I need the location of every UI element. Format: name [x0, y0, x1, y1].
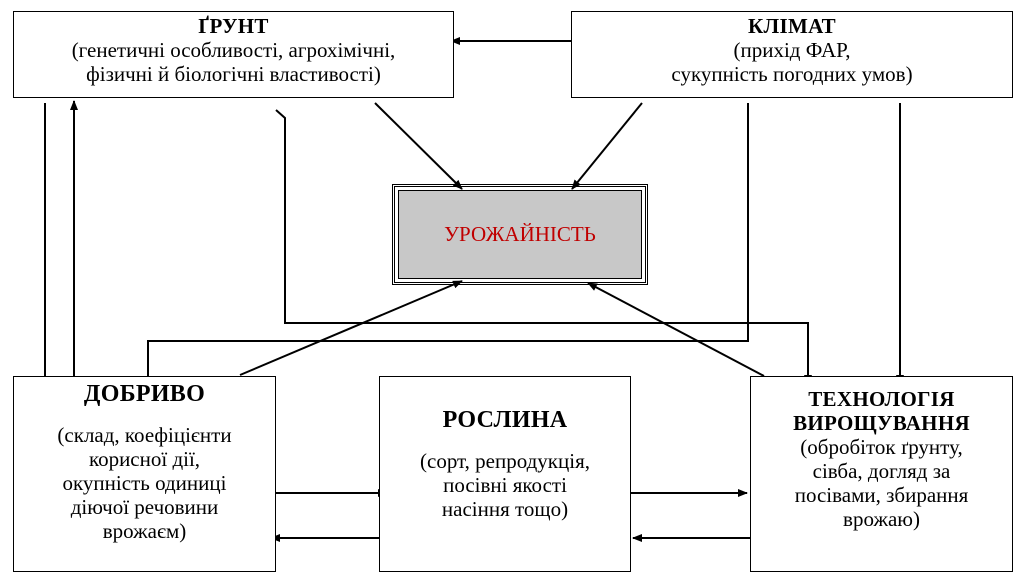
plant-title: РОСЛИНА — [442, 407, 568, 433]
fertilizer-box: ДОБРИВО (склад, коефіцієнти корисної дії… — [13, 376, 276, 572]
plant-desc-line: насіння тощо) — [441, 497, 569, 521]
technology-desc-line: сівба, догляд за — [812, 459, 951, 483]
soil-title: ҐРУНТ — [198, 14, 269, 38]
fertilizer-desc-line: діючої речовини — [70, 495, 219, 519]
fertilizer-desc-line: корисної дії, — [88, 447, 201, 471]
fertilizer-title: ДОБРИВО — [83, 381, 206, 407]
arrow-fertilizer-to-yield — [239, 280, 463, 376]
soil-desc-line: (генетичні особливості, агрохімічні, — [71, 38, 396, 62]
climate-desc-line: (прихід ФАР, — [733, 38, 851, 62]
yield-title: УРОЖАЙНІСТЬ — [444, 222, 596, 246]
soil-desc-line: фізичні й біологічні властивості) — [86, 62, 381, 86]
climate-box: КЛІМАТ (прихід ФАР, сукупність погодних … — [571, 11, 1013, 98]
plant-desc-line: (сорт, репродукція, — [420, 449, 590, 473]
soil-box: ҐРУНТ (генетичні особливості, агрохімічн… — [13, 11, 454, 98]
technology-title-line: ТЕХНОЛОГІЯ — [808, 387, 955, 411]
plant-desc-line: посівні якості — [443, 473, 567, 497]
yield-inner: УРОЖАЙНІСТЬ — [398, 190, 642, 279]
fertilizer-desc-line: окупність одиниці — [62, 471, 227, 495]
yield-box: УРОЖАЙНІСТЬ — [392, 184, 648, 285]
technology-box: ТЕХНОЛОГІЯ ВИРОЩУВАННЯ (обробіток ґрунту… — [750, 376, 1013, 572]
arrow-climate-to-fertilizer — [144, 103, 749, 386]
climate-desc-line: сукупність погодних умов) — [671, 62, 913, 86]
arrow-soil-to-technology — [275, 109, 812, 385]
technology-desc-line: посівами, збирання — [794, 483, 969, 507]
plant-box: РОСЛИНА (сорт, репродукція, посівні якос… — [379, 376, 631, 572]
arrow-climate-to-yield — [571, 102, 643, 190]
technology-desc-line: врожаю) — [843, 507, 920, 531]
technology-desc-line: (обробіток ґрунту, — [800, 435, 963, 459]
climate-title: КЛІМАТ — [748, 14, 836, 38]
fertilizer-desc-line: врожаєм) — [102, 519, 187, 543]
fertilizer-desc-line: (склад, коефіцієнти — [57, 423, 232, 447]
arrow-technology-to-yield — [587, 282, 765, 377]
arrow-soil-to-yield — [374, 102, 463, 190]
technology-title-line: ВИРОЩУВАННЯ — [793, 411, 970, 435]
